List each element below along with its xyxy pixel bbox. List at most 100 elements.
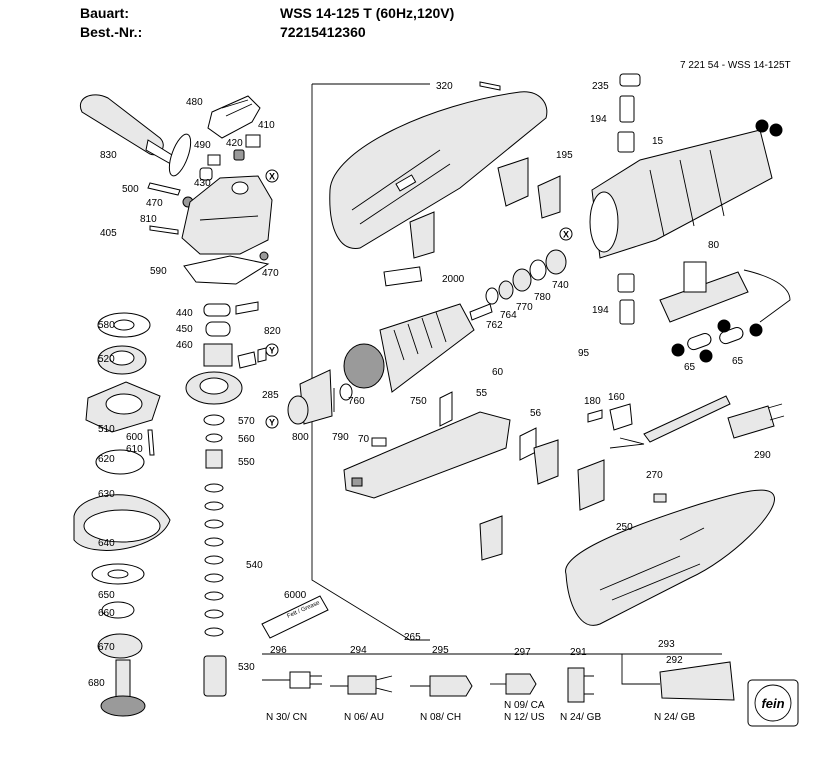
- part-number-label: 590: [150, 266, 167, 277]
- part-number-label: 291: [570, 647, 587, 658]
- part-number-label: 56: [530, 408, 542, 419]
- part-number-label: 95: [578, 348, 590, 359]
- button-part: [653, 493, 667, 503]
- bevel-gear-part: [185, 371, 243, 405]
- marker-circle: [265, 415, 279, 429]
- bush-part: [199, 167, 213, 181]
- part-number-label: 195: [556, 150, 573, 161]
- bushing-part: [205, 449, 223, 469]
- plug-294-part: [330, 675, 393, 695]
- part-number-label: 560: [238, 434, 255, 445]
- marker-letter: Y: [269, 346, 275, 356]
- part-number-label: 410: [258, 120, 275, 131]
- brush-235-part: [619, 73, 641, 87]
- capacitor-b-part: [687, 332, 712, 351]
- marker-circle: [717, 319, 731, 333]
- part-number-label: 760: [348, 396, 365, 407]
- plug-variant-caption: N 30/ CN: [266, 712, 307, 723]
- part-number-label: 294: [350, 645, 367, 656]
- part-number-label: 480: [186, 97, 203, 108]
- handle-shell-part: [565, 489, 775, 626]
- gear-housing-part: [181, 175, 273, 255]
- part-number-label: 610: [126, 444, 143, 455]
- seal-450-part: [205, 321, 231, 337]
- marker-letter: D: [703, 352, 710, 362]
- marker-letter: B: [675, 346, 682, 356]
- part-number-label: 810: [140, 214, 157, 225]
- marker-letter: C: [753, 326, 760, 336]
- part-number-label: 290: [754, 450, 771, 461]
- part-number-label: 762: [486, 320, 503, 331]
- part-number-label: 520: [98, 354, 115, 365]
- part-number-label: 160: [608, 392, 625, 403]
- part-number-label: 550: [238, 457, 255, 468]
- grease-tube-part: Fett / Grease: [261, 595, 329, 639]
- fein-logo-text: fein: [761, 696, 784, 711]
- plug-297-part: [490, 673, 537, 695]
- circlip-part: [203, 414, 225, 426]
- part-number-label: 470: [146, 198, 163, 209]
- part-number-label: 270: [646, 470, 663, 481]
- screw-320-part: [479, 81, 501, 91]
- part-number-label: 295: [432, 645, 449, 656]
- retaining-ring-part: [101, 601, 135, 619]
- part-number-label: 65: [684, 362, 696, 373]
- bearing-762-part: [485, 287, 499, 305]
- bearing-flange-part: [85, 381, 161, 433]
- side-handle-part: [79, 94, 192, 177]
- part-number-label: 750: [410, 396, 427, 407]
- part-number-label: 405: [100, 228, 117, 239]
- marker-circle: [559, 227, 573, 241]
- part-number-label: 2000: [442, 274, 465, 285]
- part-number-label: 55: [476, 388, 488, 399]
- part-number-label: 800: [292, 432, 309, 443]
- clamp-160-part: [609, 403, 633, 431]
- part-number-label: 250: [616, 522, 633, 533]
- part-number-label: 540: [246, 560, 263, 571]
- order-label: Best.-Nr.:: [80, 24, 143, 40]
- part-number-label: 570: [238, 416, 255, 427]
- part-number-label: 620: [98, 454, 115, 465]
- plug-296-part: [262, 671, 322, 689]
- part-number-label: 60: [492, 367, 504, 378]
- marker-letter: X: [563, 230, 569, 240]
- spindle-part: [100, 659, 146, 717]
- model-label: Bauart:: [80, 5, 130, 21]
- part-number-label: 510: [98, 424, 115, 435]
- part-number-label: 450: [176, 324, 193, 335]
- motor-housing-part: [329, 91, 548, 249]
- part-number-label: 194: [592, 305, 609, 316]
- fein-logo: fein: [747, 679, 799, 727]
- document-reference: 7 221 54 - WSS 14-125T: [680, 60, 791, 71]
- seal-440-part: [203, 303, 231, 317]
- part-number-label: 660: [98, 608, 115, 619]
- plug-295-part: [410, 675, 473, 697]
- brush-holder-lower-part: [617, 273, 635, 293]
- field-stator-part: [589, 129, 773, 259]
- plug-variant-caption: N 06/ AU: [344, 712, 384, 723]
- marker-circle: [755, 119, 769, 133]
- spindle-bearing-part: [203, 655, 227, 697]
- armature-part: [343, 303, 493, 393]
- screw-70-part: [371, 437, 387, 447]
- part-number-label: 490: [194, 140, 211, 151]
- part-number-label: 293: [658, 639, 675, 650]
- wheel-guard-part: [73, 494, 171, 551]
- plug-291-part: [567, 667, 594, 703]
- part-number-label: 80: [708, 240, 720, 251]
- marker-circle: [265, 169, 279, 183]
- marker-circle: [671, 343, 685, 357]
- plug-variant-caption: N 09/ CA: [504, 700, 545, 711]
- part-number-label: 440: [176, 308, 193, 319]
- clamp-band-part: [95, 449, 145, 475]
- pinion-part: [237, 347, 267, 369]
- plug-variant-caption: N 08/ CH: [420, 712, 461, 723]
- housing-group-bracket: [311, 84, 430, 641]
- washer-part: [205, 433, 223, 443]
- gasket-part: [183, 255, 270, 285]
- part-number-label: 790: [332, 432, 349, 443]
- model-value: WSS 14-125 T (60Hz,120V): [280, 5, 455, 21]
- part-number-label: 650: [98, 590, 115, 601]
- part-number-label: 285: [262, 390, 279, 401]
